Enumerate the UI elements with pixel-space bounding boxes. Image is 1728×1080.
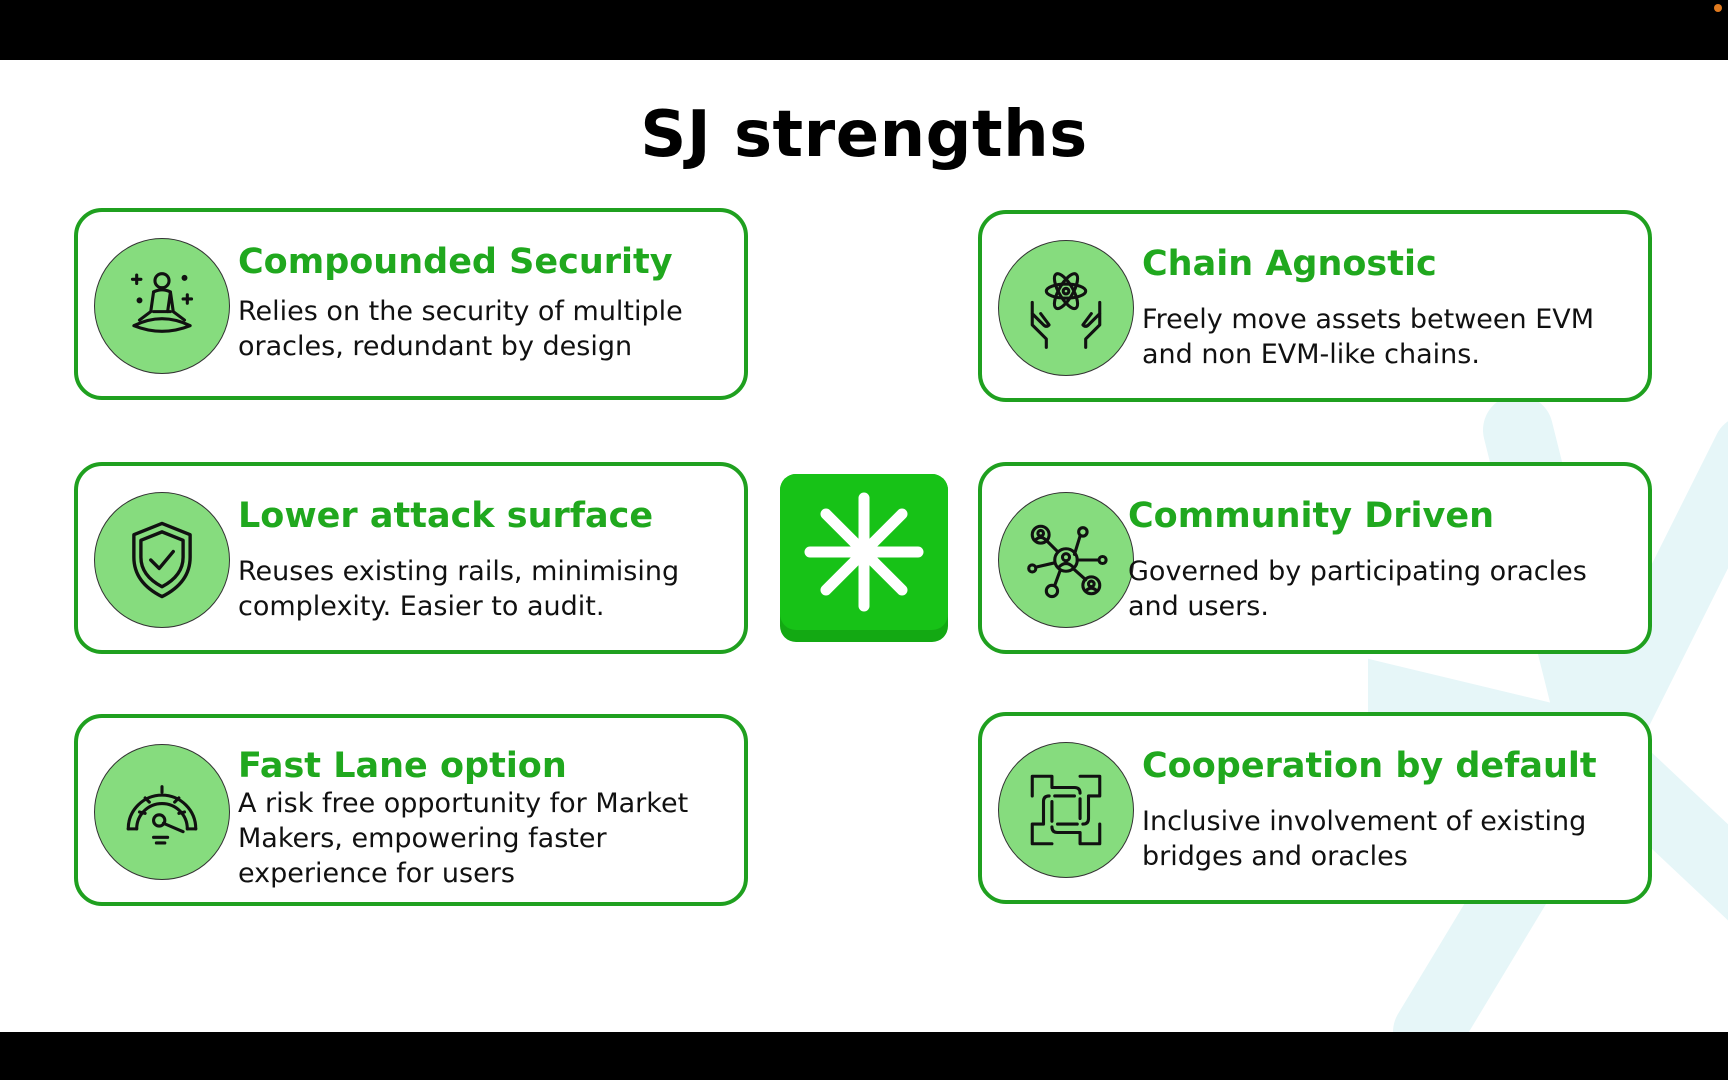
slide-title: SJ strengths: [640, 98, 1088, 172]
card-title: Chain Agnostic: [1142, 244, 1437, 284]
card-description: Governed by participating oracles and us…: [1128, 556, 1587, 622]
meditation-icon: [94, 238, 230, 374]
top-black-bar: [0, 0, 1728, 60]
speedometer-icon: [94, 744, 230, 880]
card-compounded-security: Compounded Security Relies on the securi…: [74, 208, 748, 400]
card-community-driven: Community Driven Governed by participati…: [978, 462, 1652, 654]
card-lower-attack-surface: Lower attack surface Reuses existing rai…: [74, 462, 748, 654]
card-chain-agnostic: Chain Agnostic Freely move assets betwee…: [978, 210, 1652, 402]
card-description: A risk free opportunity for Market Maker…: [238, 788, 689, 889]
card-title: Cooperation by default: [1142, 746, 1597, 786]
card-title: Community Driven: [1128, 496, 1495, 536]
card-description: Freely move assets between EVM and non E…: [1142, 304, 1595, 370]
shield-check-icon: [94, 492, 230, 628]
center-logo: [780, 474, 948, 642]
card-title: Lower attack surface: [238, 496, 654, 536]
card-cooperation-by-default: Cooperation by default Inclusive involve…: [978, 712, 1652, 904]
atom-hands-icon: [998, 240, 1134, 376]
card-fast-lane-option: Fast Lane option A risk free opportunity…: [74, 714, 748, 906]
card-description: Reuses existing rails, minimising comple…: [238, 556, 680, 622]
bottom-black-bar: [0, 1032, 1728, 1080]
card-title: Fast Lane option: [238, 746, 567, 786]
hands-cooperation-icon: [998, 742, 1134, 878]
asterisk-logo-icon: [804, 492, 924, 612]
recording-indicator-dot: [1714, 4, 1722, 12]
community-network-icon: [998, 492, 1134, 628]
card-description: Inclusive involvement of existing bridge…: [1142, 806, 1587, 872]
slide: SJ strengths Compounded Security Relies …: [0, 60, 1728, 1032]
card-title: Compounded Security: [238, 242, 673, 282]
card-description: Relies on the security of multiple oracl…: [238, 296, 683, 362]
